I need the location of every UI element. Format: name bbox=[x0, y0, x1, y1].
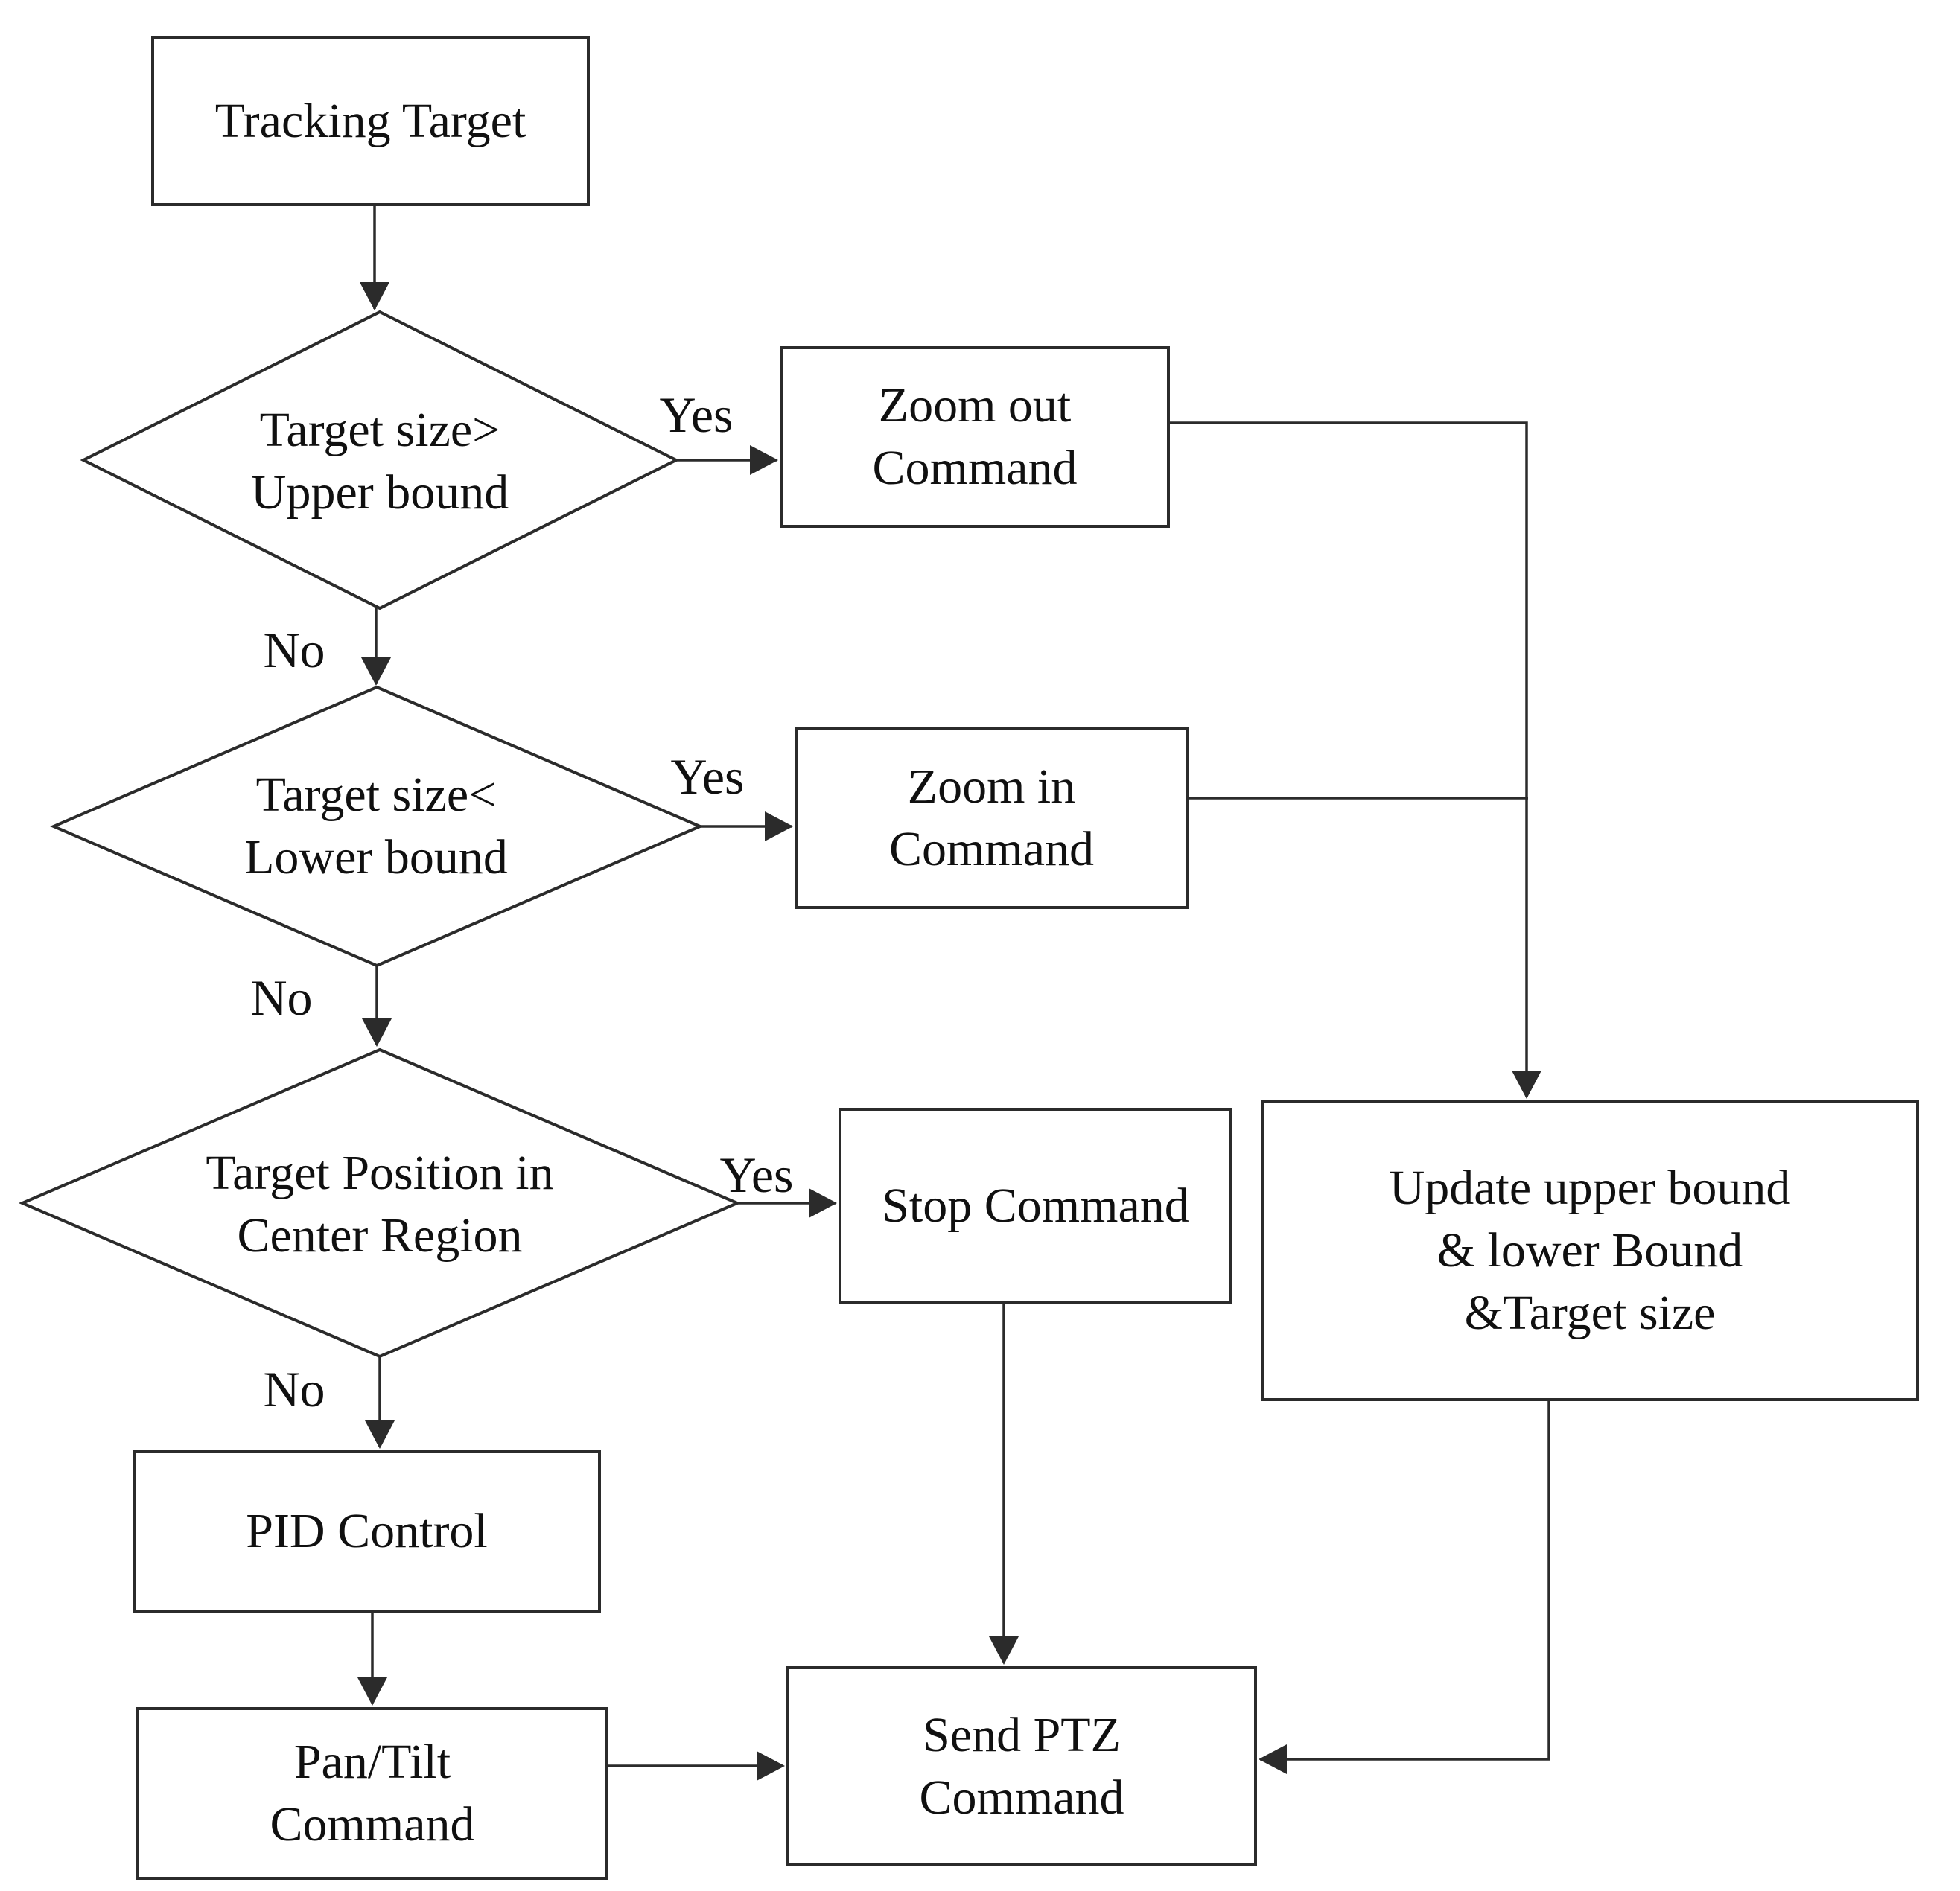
edge-zoom-out-to-update bbox=[1168, 421, 1541, 1099]
pan-tilt-command-box bbox=[136, 1707, 608, 1880]
node-pan-tilt-command: Pan/Tilt Command bbox=[138, 1709, 607, 1878]
node-label-line: Target Position in bbox=[206, 1145, 554, 1200]
node-label-line: Upper bound bbox=[250, 465, 509, 520]
zoom-out-command-box bbox=[780, 346, 1170, 528]
node-label-line: &Target size bbox=[1464, 1286, 1716, 1340]
node-decision-target-size-upper: Target size> Upper bound bbox=[119, 342, 640, 581]
node-label-line: Target size> bbox=[259, 403, 500, 457]
node-send-ptz-command: Send PTZ Command bbox=[788, 1668, 1256, 1865]
node-label-line: Stop Command bbox=[882, 1179, 1189, 1233]
update-bounds-box bbox=[1261, 1100, 1919, 1401]
node-label-line: Center Region bbox=[237, 1208, 523, 1263]
node-label-line: Tracking Target bbox=[214, 93, 526, 148]
edge-label-upper-no: No bbox=[263, 622, 325, 678]
node-zoom-in-command: Zoom in Command bbox=[796, 729, 1187, 908]
node-label-line: Send PTZ bbox=[923, 1707, 1121, 1762]
edge-label-center-no: No bbox=[263, 1361, 325, 1418]
send-ptz-command-box bbox=[786, 1666, 1257, 1866]
zoom-in-command-box bbox=[795, 727, 1189, 909]
stop-command-box bbox=[839, 1108, 1232, 1304]
node-decision-target-size-lower: Target size< Lower bound bbox=[119, 715, 633, 938]
edge-label-center-yes: Yes bbox=[719, 1147, 794, 1203]
node-stop-command: Stop Command bbox=[840, 1109, 1231, 1303]
node-label-line: Command bbox=[889, 822, 1094, 876]
node-label-line: Update upper bound bbox=[1389, 1161, 1791, 1215]
pid-control-box bbox=[133, 1450, 601, 1613]
node-label-line: Target size< bbox=[255, 768, 497, 822]
node-label-line: Command bbox=[919, 1770, 1124, 1825]
node-tracking-target: Tracking Target bbox=[153, 37, 588, 205]
decision-target-size-lower-diamond bbox=[49, 685, 704, 968]
edge-update-to-send-ptz bbox=[1259, 1400, 1550, 1774]
node-label-line: Zoom out bbox=[878, 378, 1072, 433]
node-pid-control: PID Control bbox=[134, 1452, 599, 1611]
decision-target-size-upper-diamond bbox=[80, 310, 680, 610]
node-label-line: PID Control bbox=[246, 1504, 488, 1558]
node-label-line: Lower bound bbox=[244, 830, 508, 884]
node-label-line: Command bbox=[872, 441, 1078, 495]
node-label-line: Zoom in bbox=[907, 759, 1076, 814]
node-label-line: & lower Bound bbox=[1436, 1223, 1743, 1278]
edge-label-upper-yes: Yes bbox=[659, 386, 734, 443]
decision-target-position-diamond bbox=[18, 1047, 742, 1359]
node-zoom-out-command: Zoom out Command bbox=[781, 348, 1168, 526]
edge-label-lower-yes: Yes bbox=[670, 748, 745, 805]
edge-label-lower-no: No bbox=[250, 969, 313, 1026]
node-label-line: Pan/Tilt bbox=[293, 1735, 451, 1789]
node-update-bounds: Update upper bound & lower Bound &Target… bbox=[1262, 1102, 1918, 1400]
node-decision-target-position: Target Position in Center Region bbox=[97, 1091, 663, 1318]
node-label-line: Command bbox=[270, 1797, 475, 1852]
tracking-target-box bbox=[151, 36, 590, 206]
